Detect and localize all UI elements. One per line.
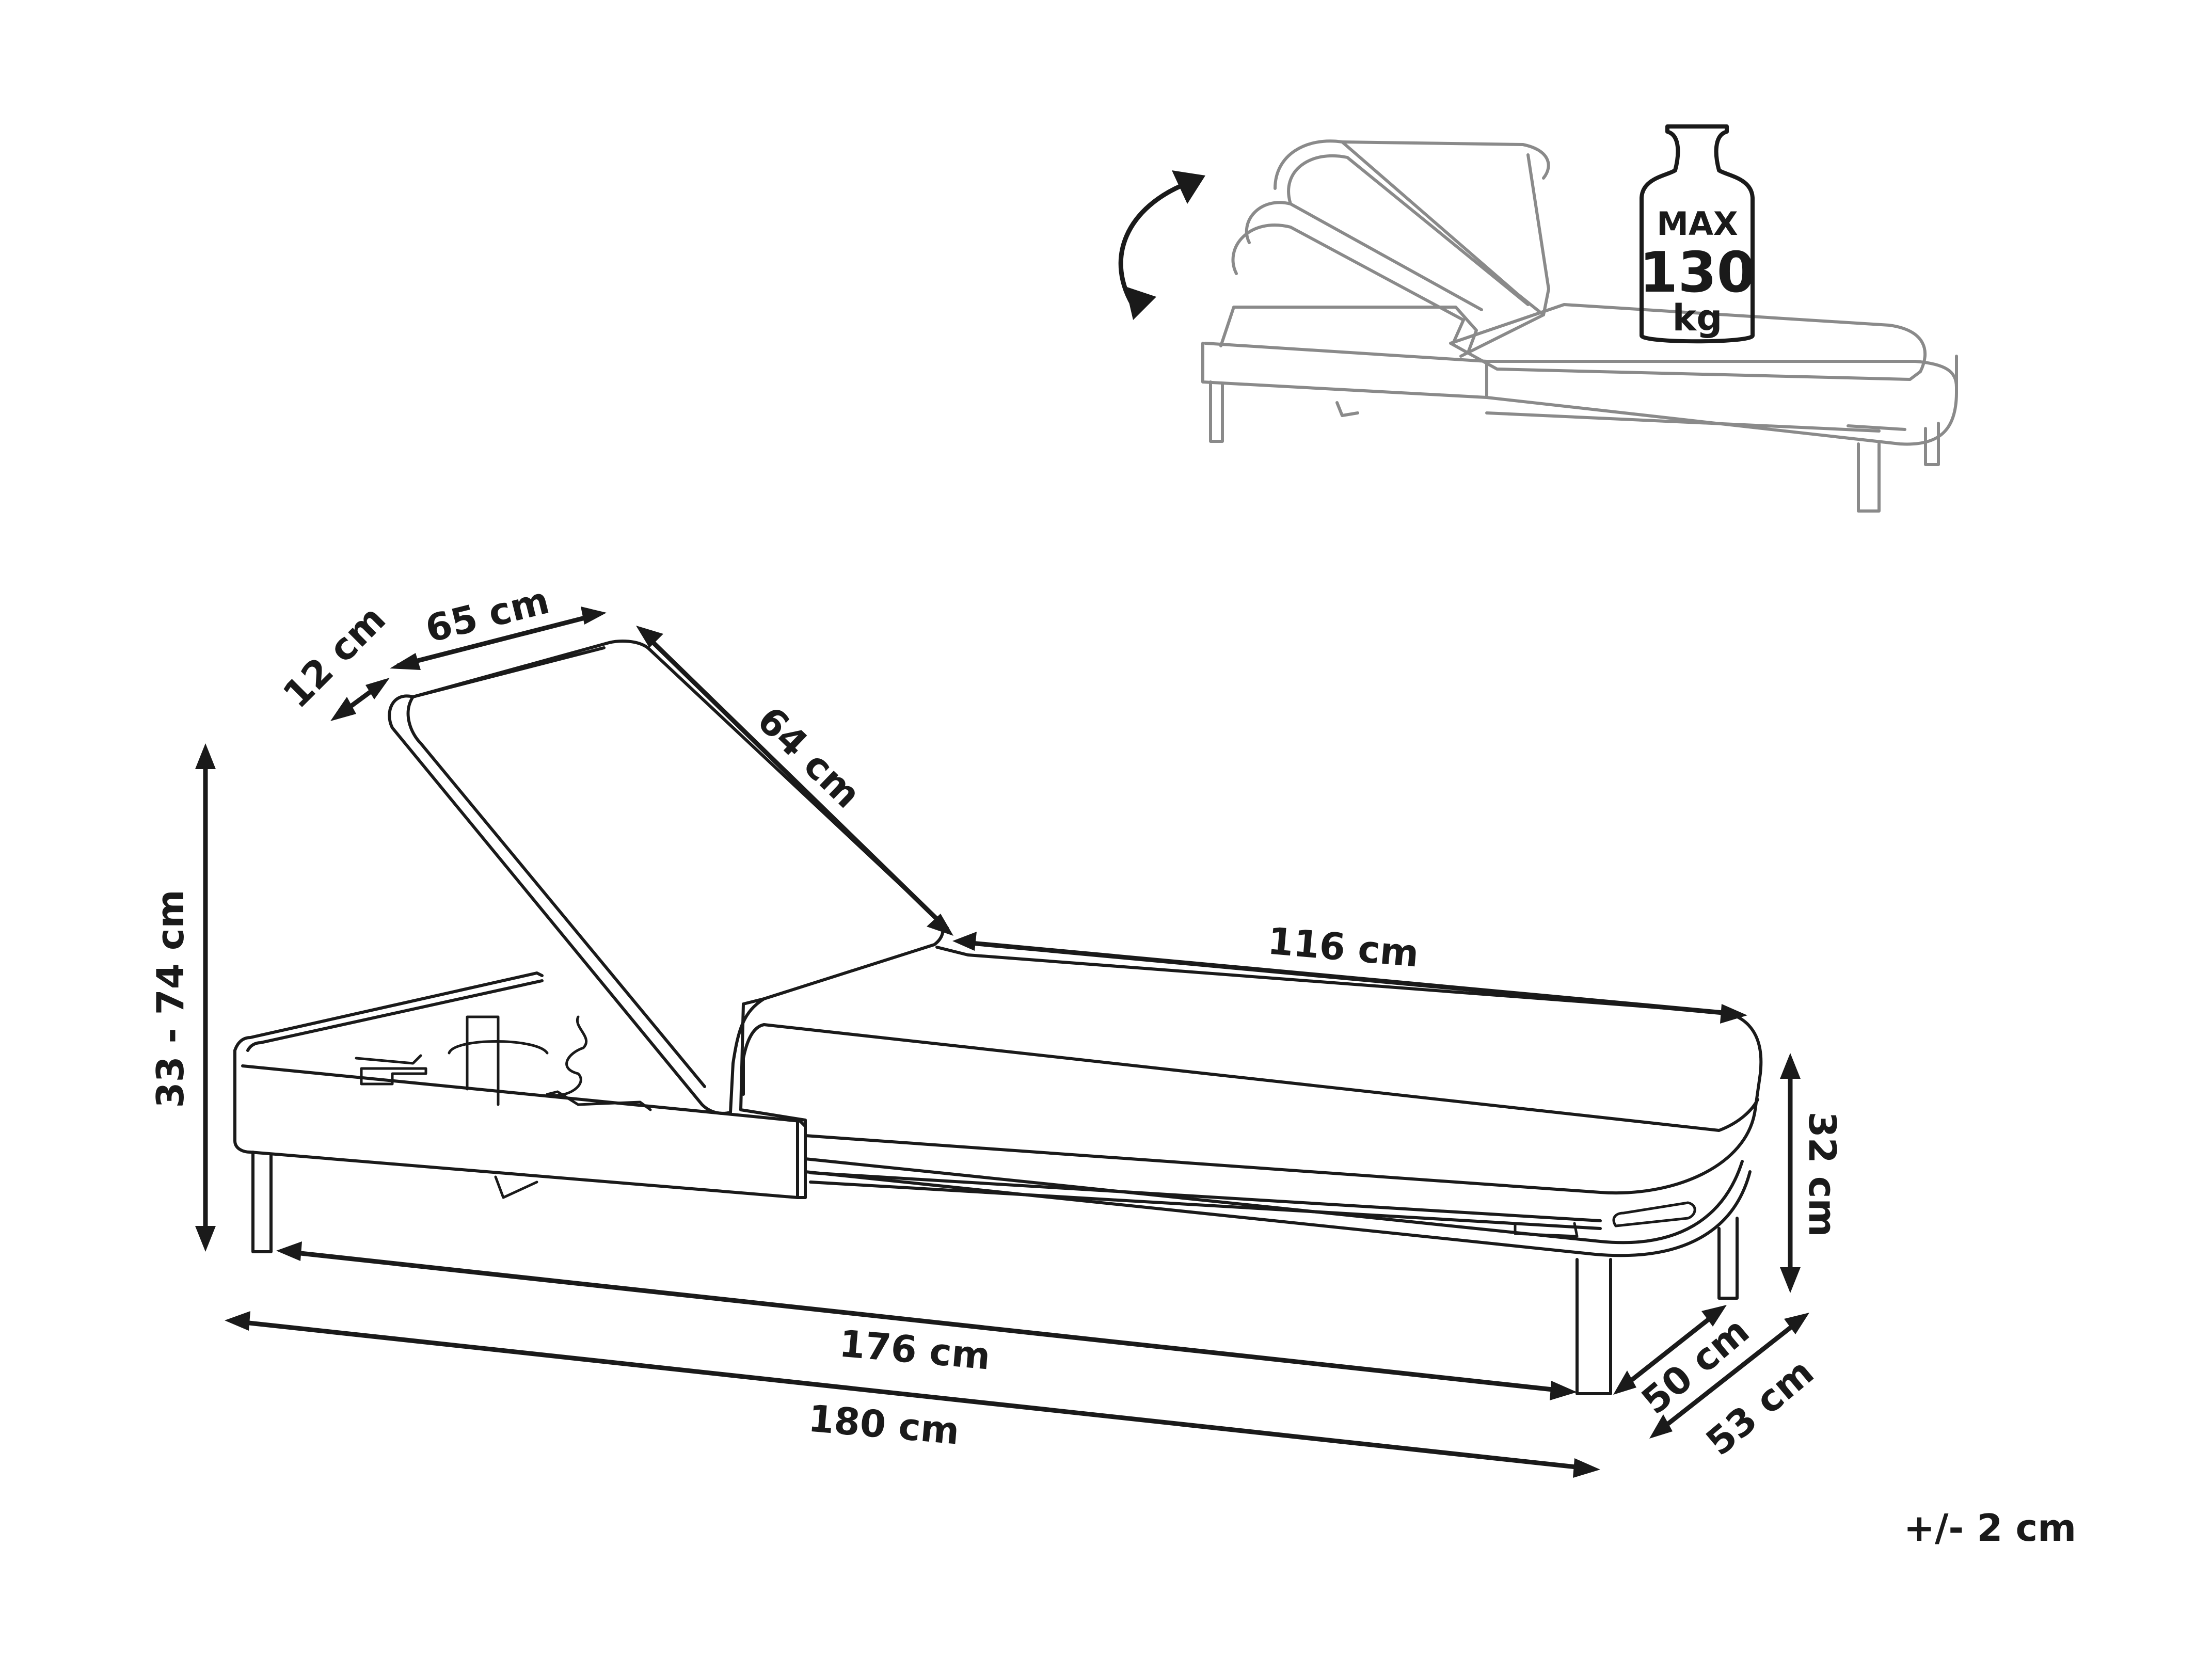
dim-seat-height — [1780, 1053, 1801, 1293]
label-seat-length: 116 cm — [1266, 919, 1421, 975]
label-frame-length: 176 cm — [838, 1321, 992, 1378]
label-total-length: 180 cm — [807, 1396, 961, 1453]
dim-height-range — [195, 743, 216, 1252]
lounger-main-drawing — [233, 640, 1763, 1395]
adjustable-lounger-preview — [1118, 139, 1958, 513]
label-seat-height: 32 cm — [1801, 1112, 1844, 1237]
dim-seat-length — [952, 932, 1747, 1024]
weight-value: 130 — [1639, 241, 1755, 305]
label-height-range: 33 - 74 cm — [149, 889, 192, 1108]
dim-total-length — [225, 1311, 1600, 1478]
label-tolerance: +/- 2 cm — [1904, 1506, 2076, 1550]
dim-backrest-width — [390, 607, 607, 670]
recline-arrow-icon — [1118, 170, 1205, 320]
dim-backrest-thickness — [330, 678, 390, 721]
weight-unit: kg — [1673, 297, 1723, 339]
weight-max-label: MAX — [1657, 205, 1738, 243]
dim-total-width — [1649, 1313, 1809, 1439]
dim-backrest-length — [636, 626, 953, 936]
label-backrest-width: 65 cm — [421, 579, 553, 651]
max-weight-badge: MAX 130 kg — [1639, 124, 1756, 344]
dimension-lines — [195, 607, 1809, 1478]
dim-frame-length — [276, 1241, 1577, 1400]
dim-frame-width — [1613, 1305, 1727, 1395]
label-backrest-thickness: 12 cm — [275, 597, 394, 716]
